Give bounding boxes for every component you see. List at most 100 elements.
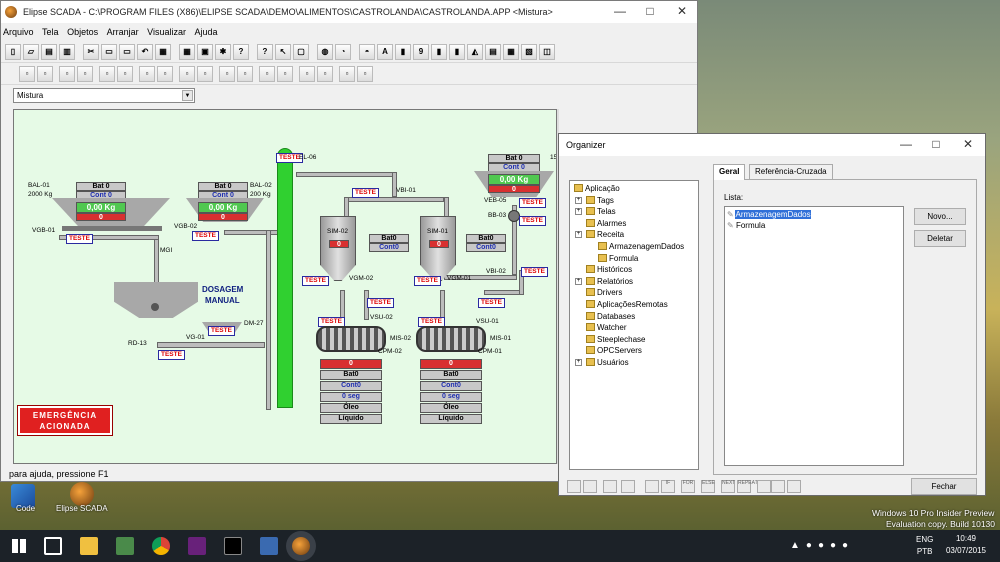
toolbar-button-16-icon[interactable]: ◍ <box>317 44 333 60</box>
code-desktop-icon[interactable] <box>11 484 35 508</box>
organizer-title-bar[interactable]: Organizer <box>559 134 985 156</box>
toolbar-button-21-icon[interactable]: 9 <box>413 44 429 60</box>
emergency-indicator[interactable]: EMERGÊNCIA ACIONADA <box>17 405 113 436</box>
expand-icon[interactable]: + <box>575 359 582 366</box>
chevron-down-icon[interactable]: ▼ <box>182 90 193 101</box>
tree-item[interactable]: Drivers <box>586 287 622 298</box>
elipse-scada-desktop-icon[interactable] <box>70 482 94 506</box>
arrange-button-9-icon[interactable]: ▫ <box>197 66 213 82</box>
menu-visualizar[interactable]: Visualizar <box>147 27 186 37</box>
arrange-button-3-icon[interactable]: ▫ <box>77 66 93 82</box>
toolbar-button-7-icon[interactable]: ↶ <box>137 44 153 60</box>
list-item[interactable]: ✎ ArmazenagemDados <box>727 210 811 219</box>
close-button[interactable]: ✕ <box>676 4 688 18</box>
screen-select[interactable]: Mistura ▼ <box>13 88 195 103</box>
organizer-tool-5-icon[interactable]: IF <box>661 480 675 493</box>
arrange-button-13-icon[interactable]: ▫ <box>277 66 293 82</box>
toolbar-button-14-icon[interactable]: ↖ <box>275 44 291 60</box>
toolbar-button-20-icon[interactable]: ▮ <box>395 44 411 60</box>
teste-badge[interactable]: TESTE <box>519 198 546 208</box>
tree-item[interactable]: +Receita <box>575 229 624 240</box>
lista-box[interactable]: ✎ ArmazenagemDados ✎ Formula <box>724 206 904 466</box>
arrange-button-8-icon[interactable]: ▫ <box>179 66 195 82</box>
sim02-silo[interactable] <box>320 216 356 281</box>
arrange-button-4-icon[interactable]: ▫ <box>99 66 115 82</box>
tray-icons[interactable]: ▲●●●● <box>790 540 855 551</box>
deletar-button[interactable]: Deletar <box>914 230 966 247</box>
visual-studio-icon[interactable] <box>188 537 206 555</box>
arrange-button-11-icon[interactable]: ▫ <box>237 66 253 82</box>
expand-icon[interactable]: + <box>575 196 582 204</box>
toolbar-button-18-icon[interactable]: ◓ <box>359 44 375 60</box>
toolbar-button-0-icon[interactable]: ▯ <box>5 44 21 60</box>
main-title-bar[interactable]: Elipse SCADA - C:\PROGRAM FILES (X86)\EL… <box>1 1 697 23</box>
fechar-button[interactable]: Fechar <box>911 478 977 495</box>
arrange-button-6-icon[interactable]: ▫ <box>139 66 155 82</box>
organizer-tool-1-icon[interactable] <box>583 480 597 493</box>
tree-item[interactable]: Steeplechase <box>586 334 645 345</box>
toolbar-button-4-icon[interactable]: ✂ <box>83 44 99 60</box>
expand-icon[interactable]: + <box>575 277 582 285</box>
toolbar-button-25-icon[interactable]: ▤ <box>485 44 501 60</box>
menu-objetos[interactable]: Objetos <box>67 27 99 37</box>
tab-referencia-cruzada[interactable]: Referência-Cruzada <box>749 164 833 180</box>
arrange-button-15-icon[interactable]: ▫ <box>317 66 333 82</box>
arrange-button-0-icon[interactable]: ▫ <box>19 66 35 82</box>
language-indicator[interactable]: ENG PTB <box>916 534 933 558</box>
start-windows-icon[interactable] <box>12 539 26 553</box>
arrange-button-7-icon[interactable]: ▫ <box>157 66 173 82</box>
toolbar-button-9-icon[interactable]: ▦ <box>179 44 195 60</box>
toolbar-button-8-icon[interactable]: ▦ <box>155 44 171 60</box>
organizer-tool-4-icon[interactable] <box>645 480 659 493</box>
tree-item[interactable]: +Usuários <box>575 357 629 368</box>
mis01-mixer[interactable] <box>416 326 486 352</box>
tree-item[interactable]: Databases <box>586 311 635 322</box>
toolbar-button-24-icon[interactable]: ◭ <box>467 44 483 60</box>
console-icon[interactable] <box>224 537 242 555</box>
teste-badge[interactable]: TESTE <box>66 234 93 244</box>
clock[interactable]: 10:49 03/07/2015 <box>936 533 996 557</box>
toolbar-button-12-icon[interactable]: ? <box>233 44 249 60</box>
toolbar-button-26-icon[interactable]: ▦ <box>503 44 519 60</box>
expand-icon[interactable]: + <box>575 208 582 216</box>
organizer-tool-9-icon[interactable]: REPEAT <box>737 480 758 493</box>
network-app-icon[interactable] <box>260 537 278 555</box>
file-explorer-icon[interactable] <box>80 537 98 555</box>
arrange-button-16-icon[interactable]: ▫ <box>339 66 355 82</box>
tree-item[interactable]: +Telas <box>575 206 616 217</box>
organizer-tool-3-icon[interactable] <box>621 480 635 493</box>
toolbar-button-15-icon[interactable]: ▢ <box>293 44 309 60</box>
organizer-tool-10-icon[interactable] <box>757 480 771 493</box>
teste-badge[interactable]: TESTE <box>208 326 235 336</box>
org-maximize-button[interactable]: □ <box>932 137 940 151</box>
organizer-tool-12-icon[interactable] <box>787 480 801 493</box>
tree-item[interactable]: Watcher <box>586 322 627 333</box>
arrange-button-10-icon[interactable]: ▫ <box>219 66 235 82</box>
organizer-tool-7-icon[interactable]: ELSE <box>701 480 715 493</box>
task-view-icon[interactable] <box>44 537 62 555</box>
menu-arranjar[interactable]: Arranjar <box>106 27 139 37</box>
teste-badge[interactable]: TESTE <box>352 188 379 198</box>
teste-badge[interactable]: TESTE <box>192 231 219 241</box>
arrange-button-17-icon[interactable]: ▫ <box>357 66 373 82</box>
toolbar-button-27-icon[interactable]: ▧ <box>521 44 537 60</box>
list-item[interactable]: ✎ Formula <box>727 221 766 230</box>
teste-badge[interactable]: TESTE <box>367 298 394 308</box>
organizer-tool-0-icon[interactable] <box>567 480 581 493</box>
organizer-tool-8-icon[interactable]: NEXT <box>721 480 735 493</box>
toolbar-button-17-icon[interactable]: ◔ <box>335 44 351 60</box>
tree-item[interactable]: Aplicação <box>574 183 620 194</box>
menu-tela[interactable]: Tela <box>42 27 59 37</box>
teste-badge[interactable]: TESTE <box>276 153 303 163</box>
toolbar-button-13-icon[interactable]: ? <box>257 44 273 60</box>
toolbar-button-5-icon[interactable]: ▭ <box>101 44 117 60</box>
toolbar-button-10-icon[interactable]: ▣ <box>197 44 213 60</box>
chrome-icon[interactable] <box>152 537 170 555</box>
teste-badge[interactable]: TESTE <box>521 267 548 277</box>
maximize-button[interactable]: □ <box>646 4 654 18</box>
tree-item[interactable]: AplicaçõesRemotas <box>586 299 668 310</box>
tree-item[interactable]: +Relatórios <box>575 276 633 287</box>
expand-icon[interactable]: + <box>575 231 582 239</box>
tree-item[interactable]: Históricos <box>586 264 632 275</box>
